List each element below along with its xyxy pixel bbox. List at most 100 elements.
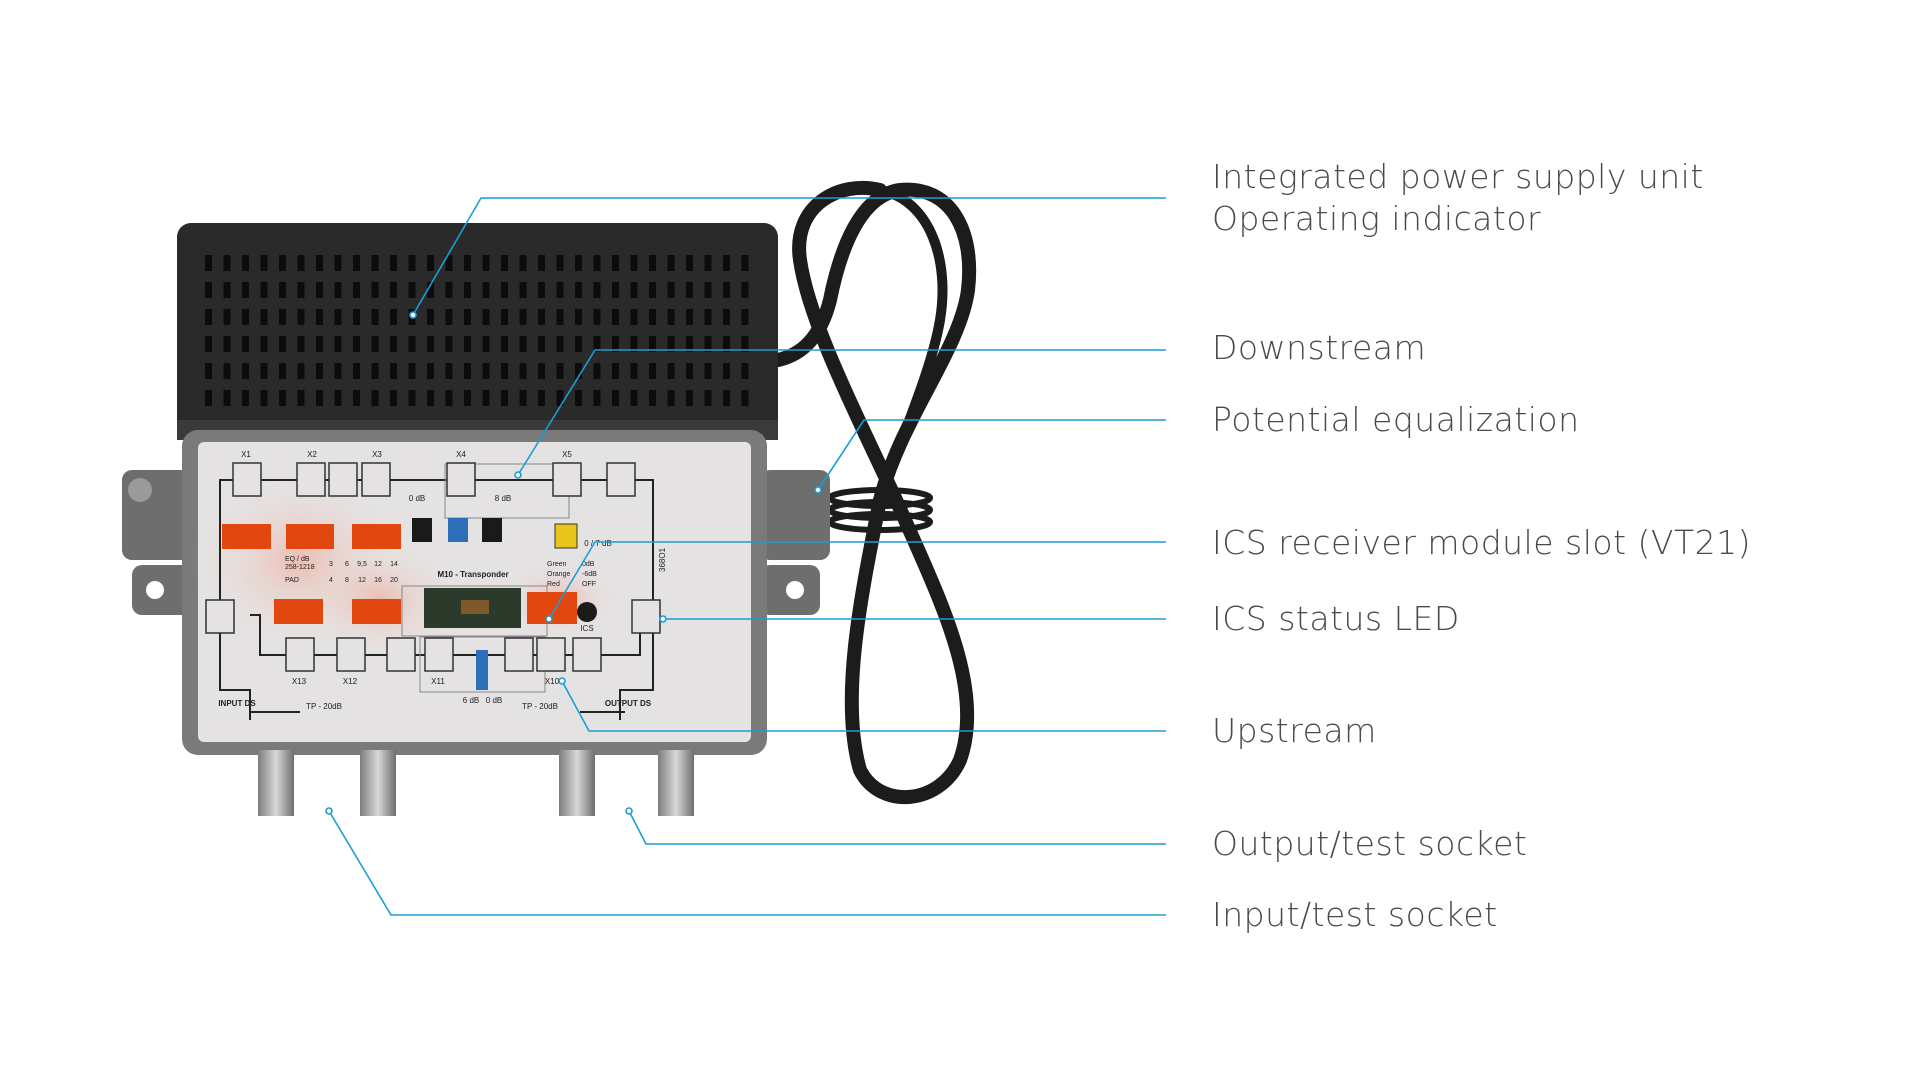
serial-label: 368O1	[658, 547, 667, 572]
vent-slot	[538, 390, 545, 406]
vent-slot	[556, 390, 564, 406]
vent-slot	[353, 309, 360, 325]
vent-slot	[630, 336, 638, 352]
vent-slot	[575, 282, 582, 298]
vent-slot	[464, 390, 471, 406]
vent-slot	[501, 282, 508, 298]
vent-slot	[575, 309, 582, 325]
vent-slot	[556, 336, 564, 352]
vent-slot	[519, 336, 527, 352]
vent-slot	[427, 255, 434, 271]
vent-slot	[242, 336, 249, 352]
circuit-symbol	[296, 462, 326, 497]
vent-slot	[408, 255, 416, 271]
plug-in-modules[interactable]	[222, 524, 577, 624]
vent-slot	[704, 336, 712, 352]
vent-slot	[260, 363, 268, 379]
vent-slot	[667, 390, 675, 406]
vent-slot	[686, 282, 693, 298]
vent-slot	[260, 309, 268, 325]
vent-slot	[242, 390, 249, 406]
module-x1	[222, 524, 271, 549]
vent-slot	[279, 363, 286, 379]
circuit-symbol	[572, 637, 602, 672]
vent-slot	[519, 309, 527, 325]
vent-slot	[334, 282, 342, 298]
svg-text:Green: Green	[547, 561, 567, 568]
circuit-symbol	[285, 637, 315, 672]
vent-slot	[612, 255, 619, 271]
vent-slot	[408, 282, 416, 298]
vent-slot	[371, 255, 379, 271]
vent-slot	[297, 336, 305, 352]
vent-slot	[501, 255, 508, 271]
vent-slot	[279, 390, 286, 406]
vent-slot	[741, 309, 749, 325]
vent-slot	[334, 363, 342, 379]
f-connectors[interactable]	[258, 750, 694, 816]
vent-slot	[297, 309, 305, 325]
vent-slot	[538, 363, 545, 379]
svg-text:0dB: 0dB	[582, 561, 595, 568]
leader-dot	[409, 311, 417, 319]
upstream-jumper[interactable]	[476, 650, 488, 690]
tp-left-label: TP - 20dB	[306, 702, 342, 711]
vent-slot	[593, 390, 601, 406]
circuit-symbol	[205, 599, 235, 634]
vent-slot	[630, 390, 638, 406]
vent-slot	[408, 390, 416, 406]
svg-text:4: 4	[329, 577, 333, 584]
mounting-ears	[122, 470, 830, 615]
vent-slot	[205, 309, 212, 325]
vent-slot	[649, 309, 656, 325]
leader-dot	[659, 615, 667, 623]
switch-0-7db[interactable]	[554, 523, 578, 549]
tp-right-label: TP - 20dB	[522, 702, 558, 711]
input-test-socket	[360, 750, 396, 816]
vent-slot	[205, 282, 212, 298]
circuit-symbol	[504, 637, 534, 672]
vent-slot	[630, 282, 638, 298]
slot-label-x11: X11	[431, 677, 445, 686]
vent-slot	[371, 390, 379, 406]
leader-line	[412, 197, 1166, 316]
jumpers-x4[interactable]	[412, 518, 502, 542]
vent-slot	[297, 255, 305, 271]
vent-slot	[723, 282, 730, 298]
vent-slot	[593, 336, 601, 352]
vent-slot	[464, 255, 471, 271]
vent-slot	[445, 390, 453, 406]
callout-psu: Integrated power supply unit	[1212, 157, 1704, 196]
module-x12	[352, 599, 401, 624]
vent-slot	[723, 255, 730, 271]
vent-slot	[593, 255, 601, 271]
circuit-symbol	[424, 637, 454, 672]
eq-table: EQ / dB 258-1218 3 6 9,5 12 14 PAD 4 8 1…	[285, 556, 398, 584]
vent-slot	[353, 390, 360, 406]
vent-slot	[297, 390, 305, 406]
jumper-0db-label: 0 dB	[409, 494, 425, 503]
vent-slot	[223, 309, 231, 325]
vent-slot	[593, 309, 601, 325]
vent-slot	[316, 336, 323, 352]
vent-slot	[279, 282, 286, 298]
vent-slot	[223, 363, 231, 379]
vent-slot	[741, 363, 749, 379]
vent-slot	[371, 282, 379, 298]
vent-slot	[205, 363, 212, 379]
vent-slot	[445, 363, 453, 379]
vent-slot	[630, 363, 638, 379]
svg-text:16: 16	[374, 577, 382, 584]
output-test-socket	[658, 750, 694, 816]
vent-slot	[427, 282, 434, 298]
svg-text:12: 12	[358, 577, 366, 584]
leader-dot	[545, 615, 553, 623]
vent-slot	[316, 282, 323, 298]
vent-slot	[390, 363, 397, 379]
vent-slot	[482, 336, 490, 352]
vent-slot	[223, 336, 231, 352]
callout-ics-led: ICS status LED	[1212, 599, 1460, 638]
vent-slot	[427, 390, 434, 406]
vent-slot	[371, 336, 379, 352]
svg-text:6: 6	[345, 561, 349, 568]
